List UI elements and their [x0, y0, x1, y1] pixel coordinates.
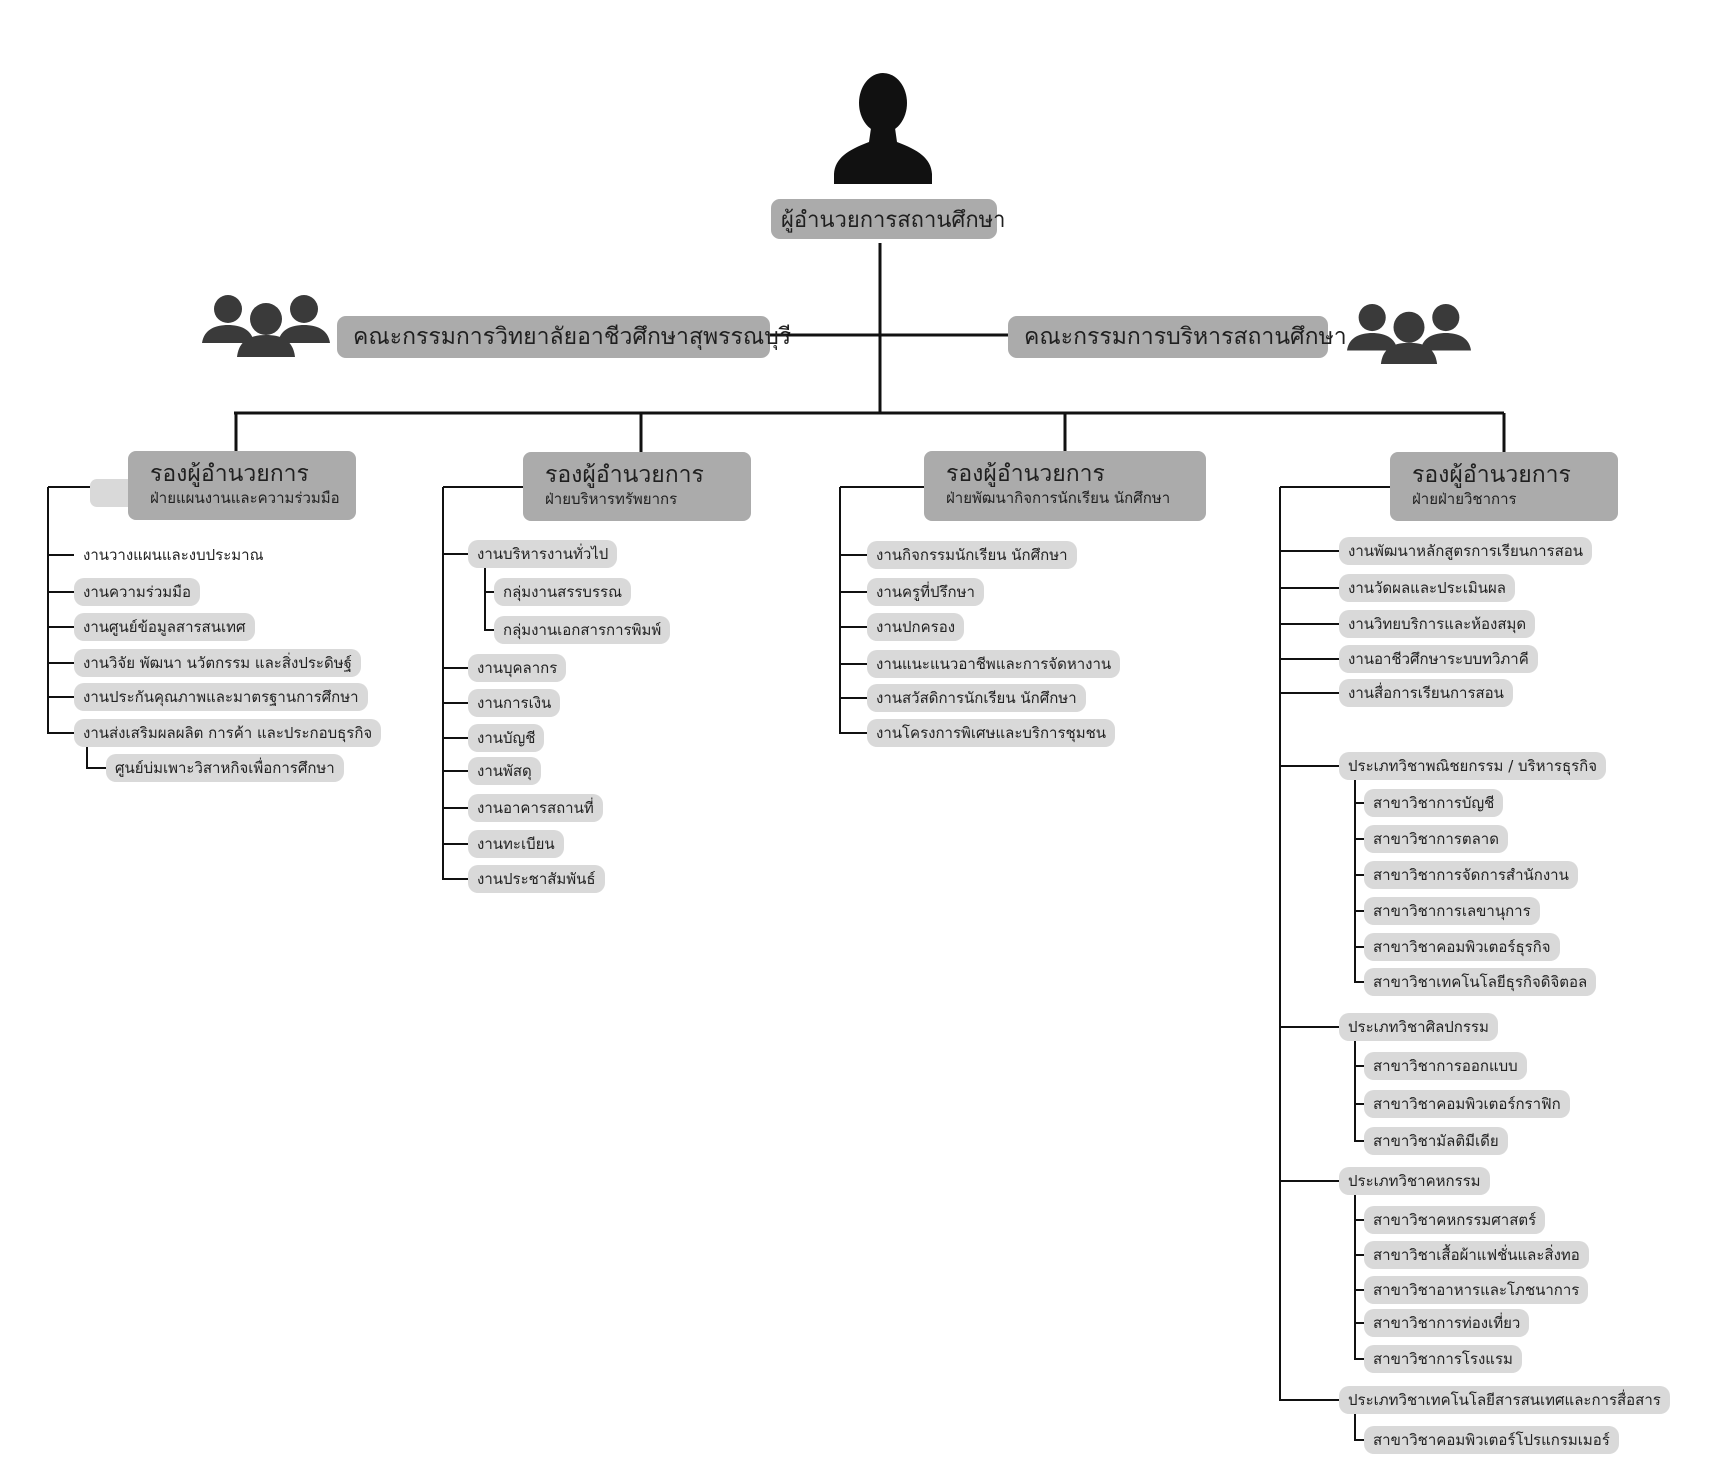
deputy-resources: รองผู้อำนวยการ ฝ่ายบริหารทรัพยากร: [523, 452, 751, 521]
deputy-title: รองผู้อำนวยการ: [1412, 462, 1571, 488]
list-item: งานประกันคุณภาพและมาตรฐานการศึกษา: [74, 683, 368, 711]
sub-list-item: สาขาวิชาคอมพิวเตอร์โปรแกรมเมอร์: [1364, 1426, 1619, 1454]
list-item: งานวัดผลและประเมินผล: [1339, 574, 1515, 602]
sub-list-item: สาขาวิชามัลติมีเดีย: [1364, 1127, 1508, 1155]
sub-list-item: กลุ่มงานสรรบรรณ: [494, 578, 631, 606]
sub-list-item: กลุ่มงานเอกสารการพิมพ์: [494, 616, 671, 644]
list-item: งานประชาสัมพันธ์: [468, 865, 605, 893]
deputy-subtitle: ฝ่ายฝ่ายวิชาการ: [1412, 490, 1517, 508]
list-item: งานครูที่ปรึกษา: [867, 578, 984, 606]
list-item: งานการเงิน: [468, 689, 561, 717]
list-item: งานวิทยบริการและห้องสมุด: [1339, 610, 1536, 638]
list-item: งานบุคลากร: [468, 654, 567, 682]
sub-list-item: สาขาวิชาคหกรรมศาสตร์: [1364, 1206, 1546, 1234]
sub-list-item: สาขาวิชาอาหารและโภชนาการ: [1364, 1276, 1589, 1304]
list-item: งานแนะแนวอาชีพและการจัดหางาน: [867, 650, 1121, 678]
sub-list-item: สาขาวิชาการออกแบบ: [1364, 1052, 1527, 1080]
sub-list-item: ศูนย์บ่มเพาะวิสาหกิจเพื่อการศึกษา: [106, 754, 344, 782]
sub-list-item: สาขาวิชาการบัญชี: [1364, 789, 1504, 817]
list-item: งานกิจกรรมนักเรียน นักศึกษา: [867, 541, 1077, 569]
deputy-title: รองผู้อำนวยการ: [150, 461, 309, 487]
deputy-subtitle: ฝ่ายบริหารทรัพยากร: [545, 490, 678, 508]
person-icon: [834, 73, 932, 184]
list-item: งานพัฒนาหลักสูตรการเรียนการสอน: [1339, 537, 1592, 565]
list-item: งานความร่วมมือ: [74, 578, 201, 606]
committee-left: คณะกรรมการวิทยาลัยอาชีวศึกษาสุพรรณบุรี: [337, 316, 791, 358]
list-item: งานอาชีวศึกษาระบบทวิภาคี: [1339, 645, 1538, 673]
list-item: งานบัญชี: [468, 724, 545, 752]
sub-list-item: สาขาวิชาการเลขานุการ: [1364, 897, 1540, 925]
list-item: งานอาคารสถานที่: [468, 794, 603, 822]
sub-list-item: สาขาวิชาคอมพิวเตอร์กราฟิก: [1364, 1090, 1570, 1118]
category-item: ประเภทวิชาคหกรรม: [1339, 1167, 1490, 1195]
deputy-student-affairs: รองผู้อำนวยการ ฝ่ายพัฒนากิจการนักเรียน น…: [924, 451, 1206, 521]
director-title: ผู้อำนวยการสถานศึกษา: [771, 199, 1006, 239]
list-item: งานสวัสดิการนักเรียน นักศึกษา: [867, 684, 1086, 712]
category-item: ประเภทวิชาศิลปกรรม: [1339, 1013, 1498, 1041]
group-icon: [1347, 303, 1471, 364]
sub-list-item: สาขาวิชาการจัดการสำนักงาน: [1364, 861, 1578, 889]
deputy-planning: รองผู้อำนวยการ ฝ่ายแผนงานและความร่วมมือ: [128, 451, 356, 520]
sub-list-item: สาขาวิชาเทคโนโลยีธุรกิจดิจิตอล: [1364, 968, 1597, 996]
list-item: งานวิจัย พัฒนา นวัตกรรม และสิ่งประดิษฐ์: [74, 649, 361, 677]
sub-list-item: สาขาวิชาการตลาด: [1364, 825, 1508, 853]
list-item: งานปกครอง: [867, 613, 965, 641]
group-icon: [202, 295, 330, 357]
deputy-title: รองผู้อำนวยการ: [545, 462, 704, 488]
category-item: ประเภทวิชาเทคโนโลยีสารสนเทศและการสื่อสาร: [1339, 1386, 1670, 1414]
list-item: งานศูนย์ข้อมูลสารสนเทศ: [74, 613, 255, 641]
sub-list-item: สาขาวิชาคอมพิวเตอร์ธุรกิจ: [1364, 933, 1560, 961]
deputy-title: รองผู้อำนวยการ: [946, 461, 1105, 487]
list-item: งานโครงการพิเศษและบริการชุมชน: [867, 719, 1116, 747]
sub-list-item: สาขาวิชาเสื้อผ้าแฟชั่นและสิ่งทอ: [1364, 1241, 1589, 1269]
list-item: งานวางแผนและงบประมาณ: [83, 546, 264, 564]
category-item: ประเภทวิชาพณิชยกรรม / บริหารธุรกิจ: [1339, 752, 1607, 780]
sub-list-item: สาขาวิชาการท่องเที่ยว: [1364, 1309, 1530, 1337]
list-item: งานส่งเสริมผลผลิต การค้า และประกอบธุรกิจ: [74, 719, 382, 747]
deputy-subtitle: ฝ่ายแผนงานและความร่วมมือ: [150, 489, 340, 507]
list-item: งานพัสดุ: [468, 757, 541, 785]
deputy-academic: รองผู้อำนวยการ ฝ่ายฝ่ายวิชาการ: [1390, 452, 1618, 521]
deputy-subtitle: ฝ่ายพัฒนากิจการนักเรียน นักศึกษา: [946, 489, 1171, 507]
committee-right: คณะกรรมการบริหารสถานศึกษา: [1008, 316, 1347, 358]
list-item: งานสื่อการเรียนการสอน: [1339, 679, 1513, 707]
sub-list-item: สาขาวิชาการโรงแรม: [1364, 1345, 1522, 1373]
list-item: งานบริหารงานทั่วไป: [468, 540, 618, 568]
list-item: งานทะเบียน: [468, 830, 564, 858]
